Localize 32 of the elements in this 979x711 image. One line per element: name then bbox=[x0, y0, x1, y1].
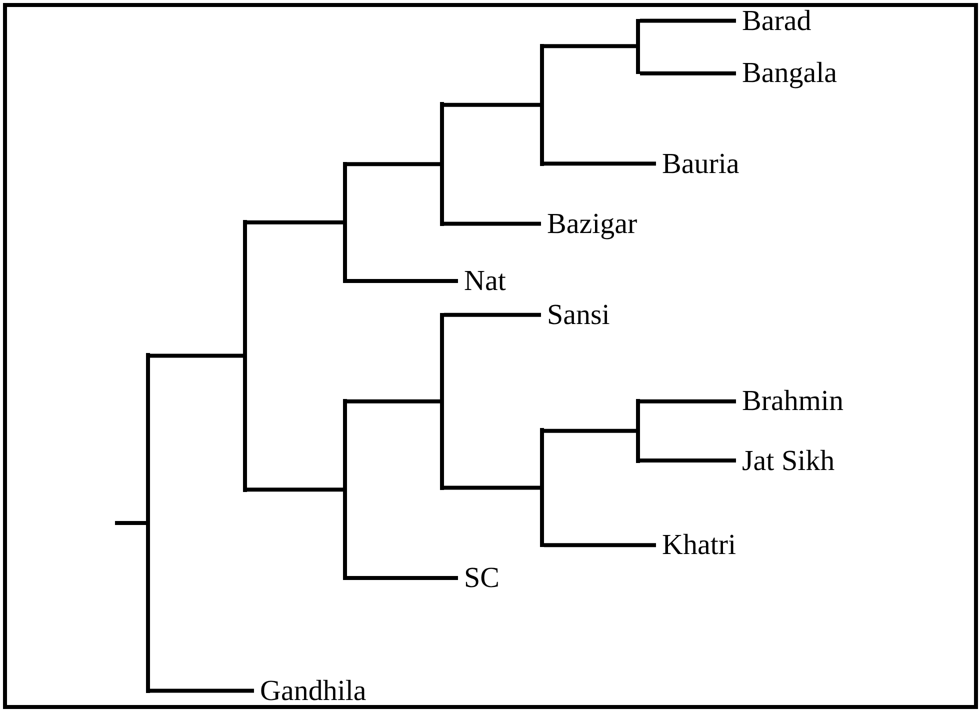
taxon-label: Gandhila bbox=[254, 674, 366, 708]
taxon-label: Bangala bbox=[736, 56, 838, 90]
taxon-label: Jat Sikh bbox=[736, 444, 835, 478]
branch-line bbox=[544, 44, 636, 48]
branch-line bbox=[347, 162, 440, 166]
branch-line bbox=[640, 458, 736, 463]
branch-line bbox=[544, 162, 656, 166]
branch-line bbox=[347, 279, 458, 284]
taxon-label: Barad bbox=[736, 4, 812, 38]
taxon-label: SC bbox=[458, 560, 500, 595]
branch-line bbox=[640, 71, 736, 76]
branch-line bbox=[150, 354, 243, 358]
branch-line bbox=[444, 102, 540, 107]
branch-line bbox=[640, 18, 736, 23]
branch-line bbox=[640, 399, 736, 404]
taxon-label: Sansi bbox=[541, 298, 610, 332]
branch-line bbox=[247, 488, 343, 492]
branch-line bbox=[444, 312, 541, 317]
taxon-label: Nat bbox=[458, 264, 506, 298]
branch-line bbox=[544, 428, 636, 433]
branch-line bbox=[347, 399, 440, 404]
taxon-label: Khatri bbox=[656, 528, 736, 562]
branch-line bbox=[444, 222, 541, 226]
branch-line bbox=[544, 543, 656, 548]
branch-line bbox=[347, 576, 458, 580]
branch-line bbox=[150, 688, 254, 693]
taxon-label: Bazigar bbox=[541, 206, 638, 241]
taxon-label: Bauria bbox=[656, 146, 740, 181]
branch-line bbox=[247, 220, 343, 224]
branch-line bbox=[115, 521, 146, 525]
branch-line bbox=[444, 486, 540, 490]
taxon-label: Brahmin bbox=[736, 384, 844, 418]
